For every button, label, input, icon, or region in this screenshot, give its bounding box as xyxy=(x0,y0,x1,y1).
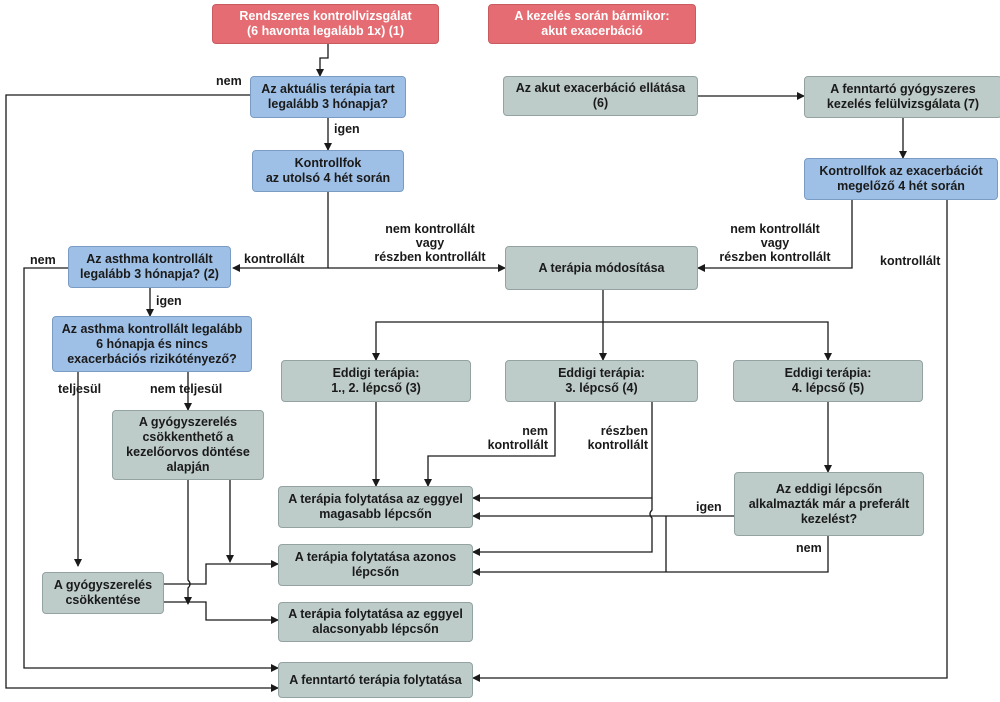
node-eddigi-1-2: Eddigi terápia: 1., 2. lépcső (3) xyxy=(281,360,471,402)
node-kontrollfok-4het: Kontrollfok az utolsó 4 hét során xyxy=(252,150,404,192)
edge-eddigi3-nemkontrollalt xyxy=(424,402,556,487)
node-fenntarto-folytatasa: A fenntartó terápia folytatása xyxy=(278,662,473,698)
label-kontrollalt: kontrollált xyxy=(880,254,941,268)
edge-q2-nem xyxy=(23,267,279,672)
label-igen: igen xyxy=(696,500,722,514)
node-folytatas-alacsonyabb: A terápia folytatása az eggyel alacsonya… xyxy=(278,602,473,642)
label-nem: nem xyxy=(796,541,822,555)
node-akut-ellatas: Az akut exacerbáció ellátása (6) xyxy=(503,76,698,116)
edge-csokkentese-azonos xyxy=(164,560,279,585)
label-nem-kontrollalt: nem kontrollált vagy részben kontrollált xyxy=(719,222,831,264)
node-eddigi-lepcson-preferalt: Az eddigi lépcsőn alkalmazták már a pref… xyxy=(734,472,924,536)
edge-csokkentese-alacsonyabb xyxy=(164,601,279,624)
label-igen: igen xyxy=(334,122,360,136)
node-folytatas-magasabb: A terápia folytatása az eggyel magasabb … xyxy=(278,486,473,528)
label-nem: nem xyxy=(216,74,242,88)
label-igen: igen xyxy=(156,294,182,308)
node-fenntarto-felulvizsgalat: A fenntartó gyógyszeres kezelés felülviz… xyxy=(804,76,1000,118)
label-nem-teljesul: nem teljesül xyxy=(150,382,223,396)
label-nem: nem xyxy=(30,253,56,267)
node-asthma-kontrollalt-3: Az asthma kontrollált legalább 3 hónapja… xyxy=(68,246,231,288)
edge-eddigi3-reszben xyxy=(472,402,653,556)
label-teljesul: teljesül xyxy=(58,382,102,396)
label-nem-kontrollalt: nem kontrollált vagy részben kontrollált xyxy=(374,222,486,264)
node-eddigi-4: Eddigi terápia: 4. lépcső (5) xyxy=(733,360,923,402)
node-terapia-3-honap: Az aktuális terápia tart legalább 3 hóna… xyxy=(250,76,406,118)
node-kontrollfok-exacerbacio: Kontrollfok az exacerbációt megelőző 4 h… xyxy=(804,158,998,200)
node-kezeles-barmikor: A kezelés során bármikor: akut exacerbác… xyxy=(488,4,696,44)
node-folytatas-azonos: A terápia folytatása azonos lépcsőn xyxy=(278,544,473,586)
edge-csokkentheto-alacsonyabb xyxy=(184,480,192,605)
node-asthma-kontrollalt-6: Az asthma kontrollált legalább 6 hónapja… xyxy=(52,316,252,372)
edge-kontroll-to-terapia3 xyxy=(316,44,329,77)
node-kontrollvizsgalat: Rendszeres kontrollvizsgálat (6 havonta … xyxy=(212,4,439,44)
node-eddigi-3: Eddigi terápia: 3. lépcső (4) xyxy=(505,360,698,402)
label-nem-kontrollalt: nem kontrollált xyxy=(487,424,548,452)
edge-kontrollfok-exac-kontrollalt xyxy=(472,200,948,682)
edge-kontrollfok-exac-nem xyxy=(697,200,853,272)
node-gyogyszereles-csokkentheto: A gyógyszerelés csökkenthető a kezelőorv… xyxy=(112,410,264,480)
node-gyogyszereles-csokkentese: A gyógyszerelés csökkentése xyxy=(42,572,164,614)
label-reszben-kontrollalt: részben kontrollált xyxy=(587,424,648,452)
edge-terapia3-nem xyxy=(5,94,279,692)
edge-kerdes-nem xyxy=(472,536,829,576)
label-kontrollalt: kontrollált xyxy=(244,252,305,266)
edge-modositas-split xyxy=(372,290,604,361)
node-terapia-modositasa: A terápia módosítása xyxy=(505,246,698,290)
